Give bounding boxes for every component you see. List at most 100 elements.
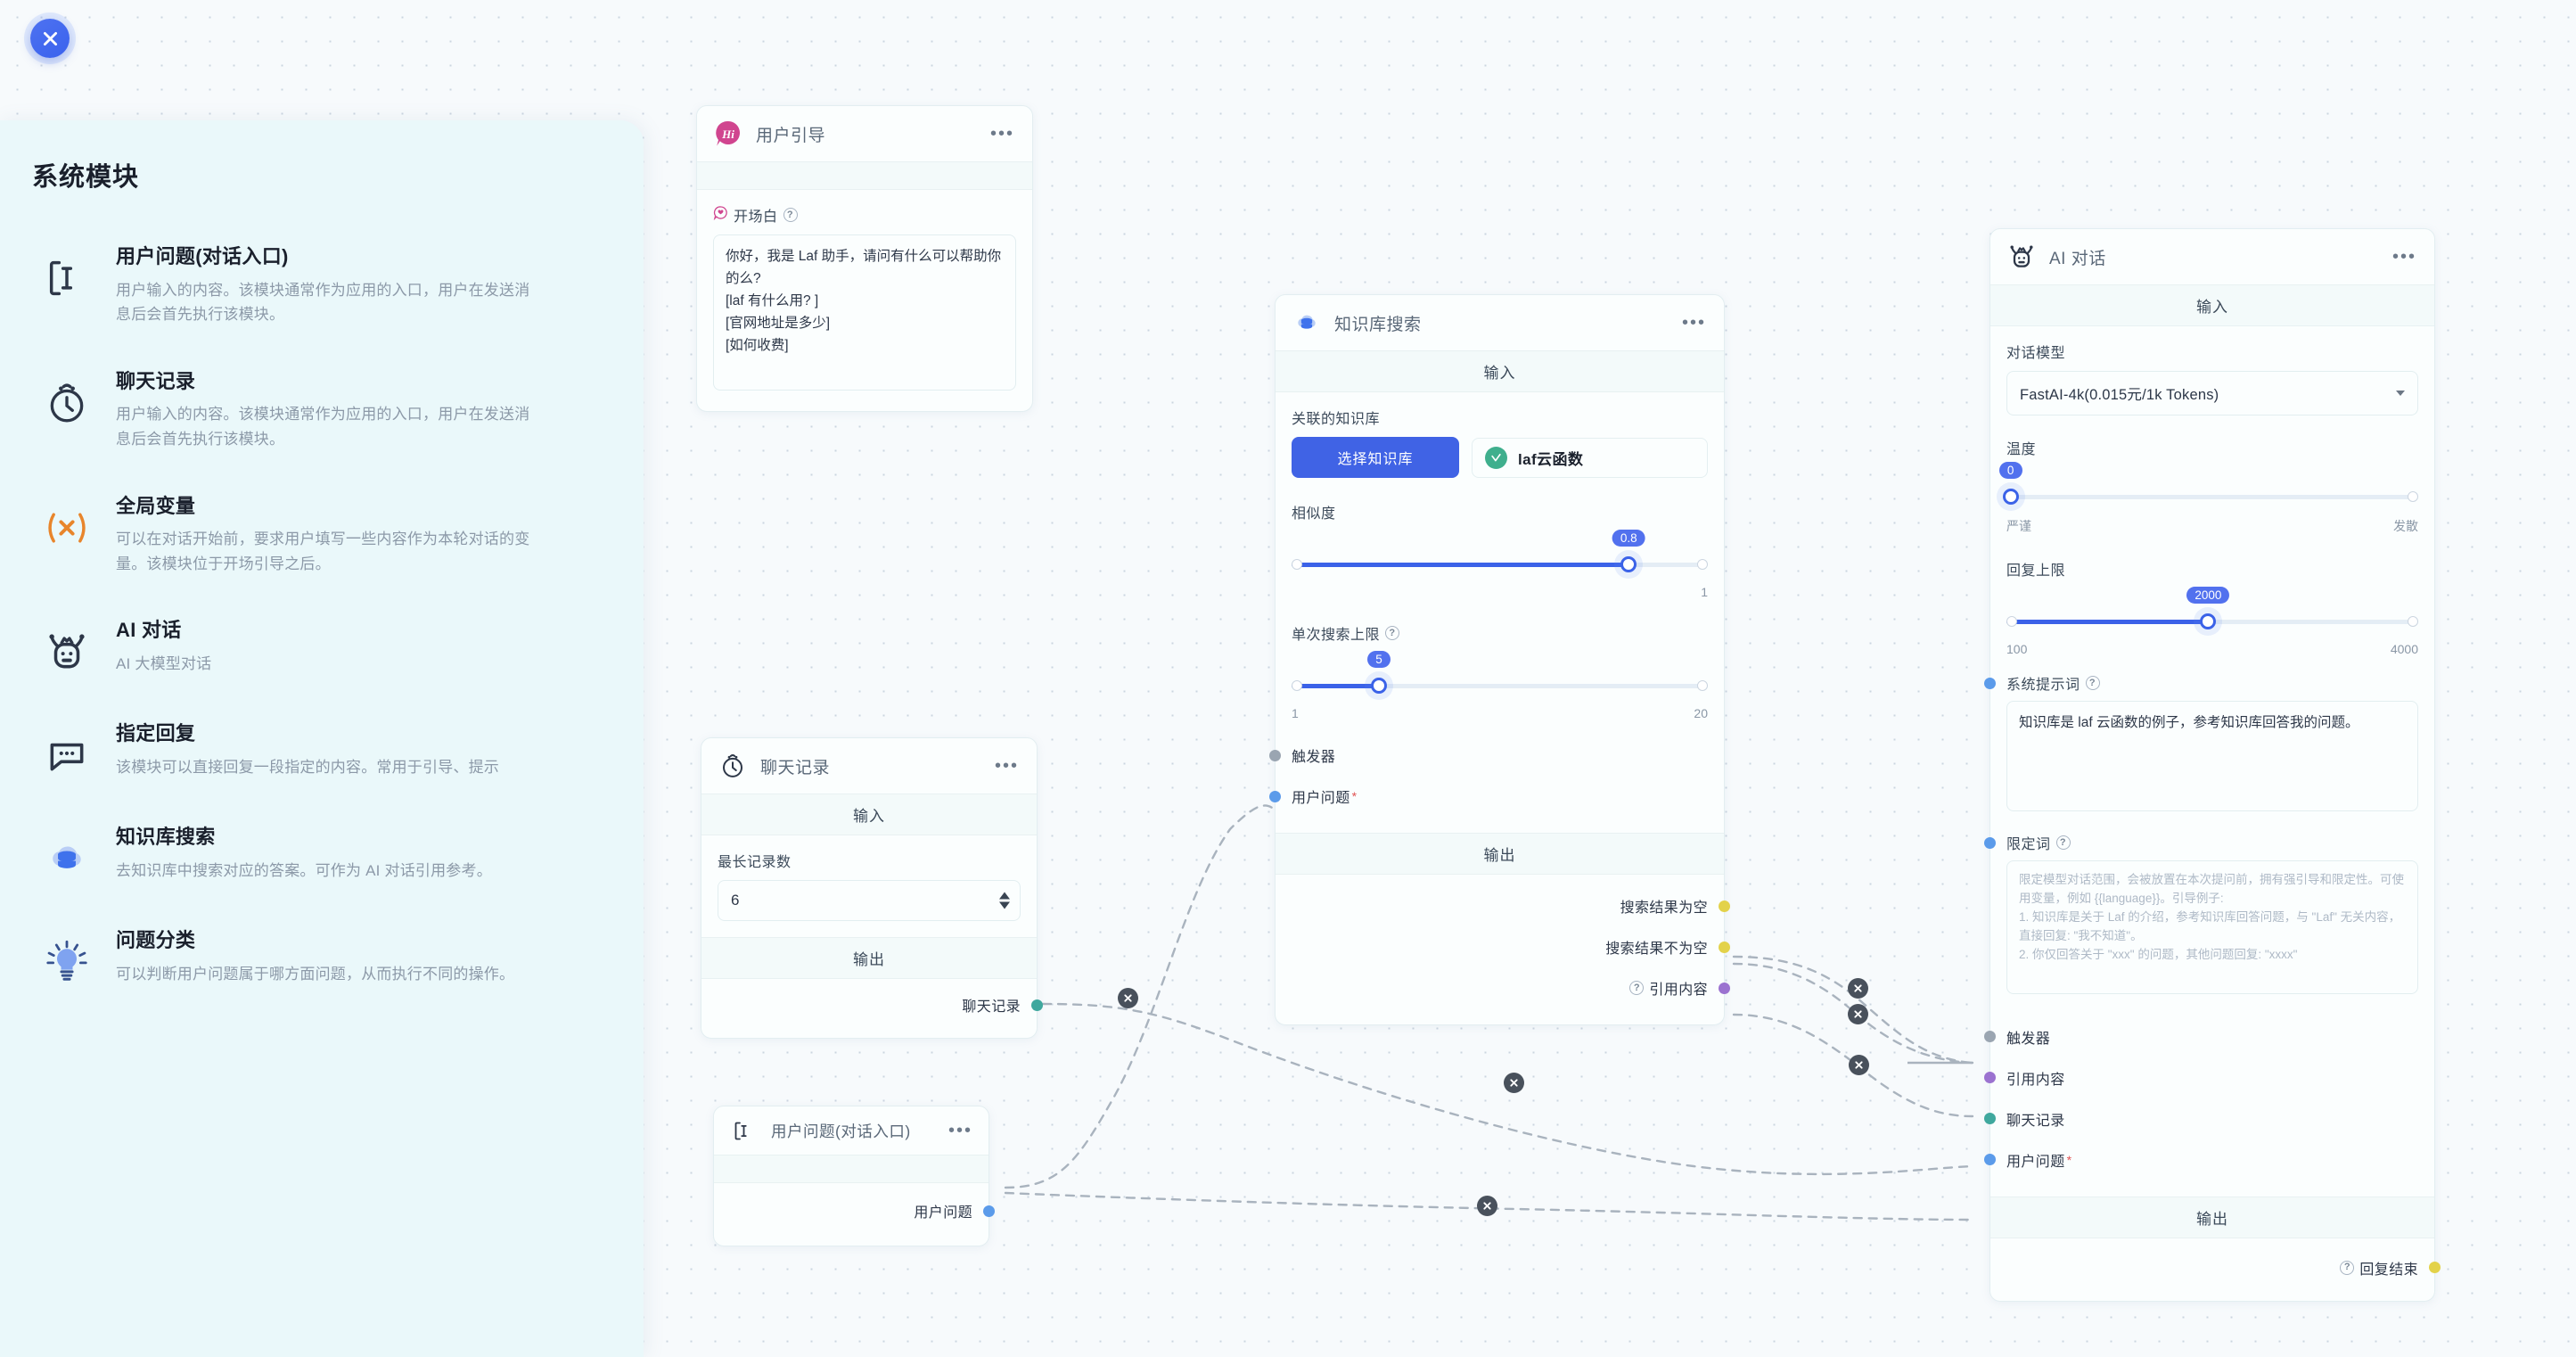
slider-fill — [2006, 620, 2209, 624]
node-header[interactable]: 用户问题(对话入口) ••• — [714, 1106, 989, 1155]
help-icon[interactable]: ? — [1385, 626, 1400, 640]
system-prompt-textarea[interactable] — [2006, 701, 2418, 812]
close-panel-button[interactable] — [30, 19, 70, 58]
node-menu-icon[interactable]: ••• — [2391, 247, 2416, 267]
clock-history-icon — [39, 375, 94, 431]
module-item-specified-reply[interactable]: 指定回复 该模块可以直接回复一段指定的内容。常用于引导、提示 — [30, 703, 613, 806]
help-icon[interactable]: ? — [2340, 1260, 2355, 1275]
node-header[interactable]: 知识库搜索 ••• — [1276, 295, 1724, 350]
select-kb-button[interactable]: 选择知识库 — [1292, 437, 1459, 478]
node-menu-icon[interactable]: ••• — [1681, 313, 1706, 333]
module-item-ai-chat[interactable]: AI 对话 AI 大模型对话 — [30, 599, 613, 703]
port-dot[interactable] — [1719, 941, 1730, 953]
port-dot[interactable] — [983, 1205, 995, 1217]
output-port-user-question[interactable]: 用户问题 — [730, 1190, 995, 1231]
input-port-chat-history[interactable]: 聊天记录 — [1984, 1098, 2418, 1139]
scale-max: 发散 — [2393, 519, 2418, 533]
similarity-value: 0.8 — [1612, 530, 1645, 547]
node-menu-icon[interactable]: ••• — [994, 756, 1019, 776]
qualifier-textarea[interactable] — [2006, 860, 2418, 994]
module-item-chat-history[interactable]: 聊天记录 用户输入的内容。该模块通常作为应用的入口，用户在发送消息后会首先执行该… — [30, 350, 613, 475]
node-chat-history[interactable]: 聊天记录 ••• 输入 最长记录数 6 输出 聊天记录 — [701, 737, 1043, 1039]
port-dot[interactable] — [1984, 677, 1996, 689]
module-item-global-variable[interactable]: 全局变量 可以在对话开始前，要求用户填写一些内容作为本轮对话的变量。该模块位于开… — [30, 475, 613, 600]
port-label: 回复结束 — [2359, 1262, 2418, 1278]
opening-line-textarea[interactable] — [713, 234, 1016, 391]
model-select[interactable]: FastAI-4k(0.015元/1k Tokens) — [2006, 371, 2418, 415]
port-dot[interactable] — [1269, 790, 1281, 802]
port-label: 用户问题 — [914, 1205, 972, 1221]
kb-chip-laf[interactable]: laf云函数 — [1472, 437, 1708, 478]
slider-thumb[interactable] — [1620, 556, 1637, 572]
input-port-trigger[interactable]: 触发器 — [1269, 735, 1708, 776]
port-dot[interactable] — [2429, 1262, 2441, 1274]
stepper-down-icon[interactable] — [999, 901, 1010, 909]
port-dot[interactable] — [1269, 749, 1281, 761]
max-tokens-slider[interactable]: 2000 — [2006, 587, 2418, 637]
edge-delete-button[interactable] — [1848, 978, 1868, 999]
output-port-quote-content[interactable]: ? 引用内容 — [1292, 967, 1730, 1008]
port-dot[interactable] — [1984, 1072, 1996, 1084]
module-name: 聊天记录 — [116, 369, 196, 392]
similarity-slider[interactable]: 0.8 — [1292, 530, 1708, 580]
system-prompt-label: 系统提示词 ? — [2006, 672, 2100, 694]
text-cursor-icon — [728, 1115, 759, 1146]
node-ai-chat[interactable]: AI 对话 ••• 输入 对话模型 FastAI-4k(0.015元/1k To… — [1984, 228, 2441, 1302]
input-port-quote-content[interactable]: 引用内容 — [1984, 1057, 2418, 1098]
help-icon[interactable]: ? — [1629, 981, 1645, 995]
slider-thumb[interactable] — [2002, 489, 2019, 505]
port-dot[interactable] — [1984, 836, 1996, 849]
slider-thumb[interactable] — [1371, 678, 1388, 694]
port-dot[interactable] — [1984, 1154, 1996, 1166]
stepper-up-icon[interactable] — [999, 892, 1010, 900]
node-header[interactable]: 聊天记录 ••• — [701, 738, 1037, 794]
node-menu-icon[interactable]: ••• — [989, 124, 1014, 144]
help-icon[interactable]: ? — [783, 208, 798, 222]
output-port-nonempty-result[interactable]: 搜索结果不为空 — [1292, 926, 1730, 967]
port-dot[interactable] — [1719, 900, 1730, 912]
input-port-qualifier[interactable]: 限定词 ? — [1984, 816, 2418, 860]
node-user-question[interactable]: 用户问题(对话入口) ••• 用户问题 — [713, 1106, 995, 1246]
node-title: 用户引导 — [756, 126, 826, 145]
edge-delete-button[interactable] — [1504, 1073, 1524, 1093]
node-header[interactable]: Hi 用户引导 ••• — [697, 106, 1032, 161]
module-name: AI 对话 — [116, 619, 182, 642]
module-item-kb-search[interactable]: 知识库搜索 去知识库中搜索对应的答案。可作为 AI 对话引用参考。 — [30, 806, 613, 909]
output-port-empty-result[interactable]: 搜索结果为空 — [1292, 885, 1730, 926]
slider-tick-max — [2408, 491, 2418, 502]
node-menu-icon[interactable]: ••• — [948, 1121, 972, 1140]
edge-delete-button[interactable] — [1477, 1196, 1497, 1216]
help-icon[interactable]: ? — [2085, 676, 2100, 690]
port-dot[interactable] — [1719, 982, 1730, 994]
port-label: 聊天记录 — [962, 999, 1021, 1015]
slider-thumb[interactable] — [2200, 613, 2217, 629]
edge-delete-button[interactable] — [1849, 1055, 1869, 1075]
slider-track — [1292, 684, 1708, 688]
stepper-controls[interactable] — [999, 892, 1010, 909]
module-item-question-classify[interactable]: 问题分类 可以判断用户问题属于哪方面问题，从而执行不同的操作。 — [30, 909, 613, 1013]
input-port-user-question[interactable]: 用户问题* — [1269, 776, 1708, 817]
edge-delete-button[interactable] — [1118, 988, 1138, 1008]
temperature-slider[interactable]: 0 — [1998, 462, 2418, 512]
node-header[interactable]: AI 对话 ••• — [1990, 229, 2434, 284]
input-port-trigger[interactable]: 触发器 — [1984, 1016, 2418, 1057]
node-kb-search[interactable]: 知识库搜索 ••• 输入 关联的知识库 选择知识库 laf云函数 相似度 0.8… — [1269, 294, 1730, 1025]
slider-tick-min — [1292, 680, 1302, 691]
chevron-down-icon — [2396, 391, 2405, 396]
max-records-stepper[interactable]: 6 — [718, 880, 1021, 921]
output-port-reply-end[interactable]: ? 回复结束 — [2006, 1247, 2441, 1288]
slider-track — [2006, 495, 2418, 499]
edge-delete-button[interactable] — [1848, 1004, 1868, 1024]
search-limit-slider[interactable]: 5 — [1292, 651, 1708, 701]
node-user-guide[interactable]: Hi 用户引导 ••• 开场白 ? — [696, 105, 1033, 412]
input-port-user-question[interactable]: 用户问题* — [1984, 1139, 2418, 1180]
input-port-system-prompt[interactable]: 系统提示词 ? — [1984, 656, 2418, 701]
module-item-user-question[interactable]: 用户问题(对话入口) 用户输入的内容。该模块通常作为应用的入口，用户在发送消息后… — [30, 226, 613, 350]
port-dot[interactable] — [1031, 999, 1043, 1011]
port-dot[interactable] — [1984, 1031, 1996, 1043]
output-port-chat-history[interactable]: 聊天记录 — [718, 984, 1043, 1025]
port-dot[interactable] — [1984, 1113, 1996, 1125]
ai-input-ports: 触发器 引用内容 聊天记录 用户问题* — [1984, 1016, 2418, 1180]
node-outputs: 用户问题 — [714, 1183, 995, 1246]
help-icon[interactable]: ? — [2055, 835, 2071, 851]
